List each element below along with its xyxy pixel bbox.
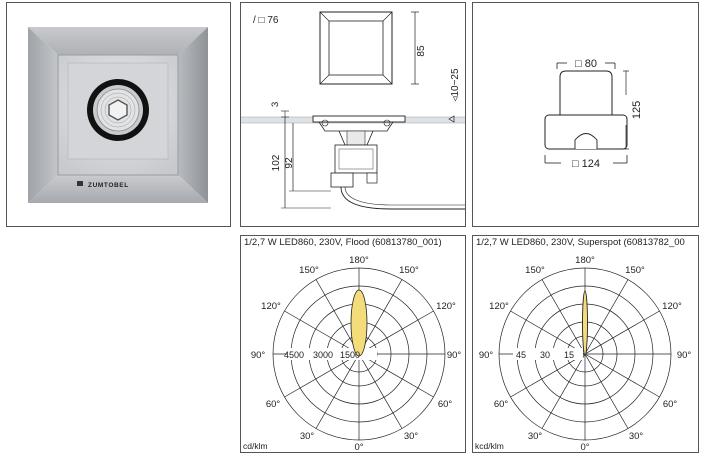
angle-label-30-left: 30°	[300, 431, 315, 442]
polar-flood-title: 1/2,7 W LED860, 230V, Flood (60813780_00…	[244, 237, 442, 248]
angle-label-0: 0°	[580, 442, 589, 452]
dim-10-25-label: ◃10~25	[450, 68, 461, 102]
radial-label-45: 45	[516, 350, 526, 360]
dim-3-label: 3	[270, 102, 281, 107]
angle-label-90-right: 90°	[677, 350, 692, 361]
dim-102-label: 102	[271, 154, 282, 171]
angle-label-180: 180°	[575, 255, 595, 266]
angle-label-60-right: 60°	[663, 399, 678, 410]
angle-label-180: 180°	[349, 255, 369, 266]
brand-name: ZUMTOBEL	[88, 182, 129, 189]
radial-label-4500: 4500	[284, 350, 304, 360]
angle-label-150-left: 150°	[525, 265, 545, 276]
radial-label-30: 30	[540, 350, 550, 360]
polar-superspot-unit: kcd/klm	[475, 441, 504, 451]
angle-label-30-right: 30°	[629, 431, 644, 442]
angle-label-30-right: 30°	[404, 431, 419, 442]
module-drawing: □ 80 125 □ 124	[544, 58, 643, 170]
dim-height-label: 125	[631, 101, 643, 119]
angle-label-60-left: 60°	[494, 399, 509, 410]
module-drawing-panel: □ 80 125 □ 124	[472, 2, 699, 227]
dim-92-label: 92	[284, 157, 295, 169]
polar-diagram-superspot-panel: 1/2,7 W LED860, 230V, Superspot (6081378…	[472, 235, 699, 453]
angle-label-150-left: 150°	[299, 265, 319, 276]
angle-label-150-right: 150°	[399, 265, 419, 276]
angle-label-120-right: 120°	[662, 301, 682, 312]
superspot-beam-curve	[582, 290, 588, 356]
angle-label-150-right: 150°	[625, 265, 645, 276]
angle-label-120-left: 120°	[261, 301, 281, 312]
product-photo: ZUMTOBEL	[28, 27, 208, 203]
angle-label-90-left: 90°	[479, 350, 494, 361]
dim-bottom-label: □ 124	[572, 158, 600, 170]
polar-flood-unit: cd/klm	[243, 441, 268, 451]
dim-85-label: 85	[416, 45, 427, 57]
dim-top-label: □ 80	[575, 58, 597, 70]
angle-label-120-right: 120°	[436, 301, 456, 312]
angle-label-90-left: 90°	[251, 350, 266, 361]
brand-logo-icon	[77, 181, 83, 186]
radial-label-1500: 1500	[340, 350, 360, 360]
angle-label-120-left: 120°	[489, 301, 509, 312]
flood-beam-curve	[350, 289, 368, 357]
polar-diagram-superspot: 180° 150° 150° 120° 120° 90° 90° 60° 60°…	[475, 255, 692, 452]
polar-diagram-flood-panel: 1/2,7 W LED860, 230V, Flood (60813780_00…	[240, 235, 466, 453]
product-photo-panel: ZUMTOBEL	[6, 2, 231, 227]
polar-superspot-title: 1/2,7 W LED860, 230V, Superspot (6081378…	[476, 237, 685, 248]
angle-label-30-left: 30°	[528, 431, 543, 442]
angle-label-60-right: 60°	[438, 399, 453, 410]
angle-label-0: 0°	[354, 442, 363, 452]
polar-diagram-flood: 180° 150° 150° 120° 120° 90° 90° 60° 60°…	[243, 255, 462, 452]
angle-label-60-left: 60°	[266, 399, 281, 410]
radial-label-3000: 3000	[313, 350, 333, 360]
dimension-drawing-panel: / □ 76 85 3 1	[240, 2, 466, 227]
radial-label-15: 15	[564, 350, 574, 360]
dimension-drawing: / □ 76 85 3 1	[241, 11, 465, 210]
angle-label-90-right: 90°	[447, 350, 462, 361]
mount-label: / □ 76	[253, 15, 279, 26]
